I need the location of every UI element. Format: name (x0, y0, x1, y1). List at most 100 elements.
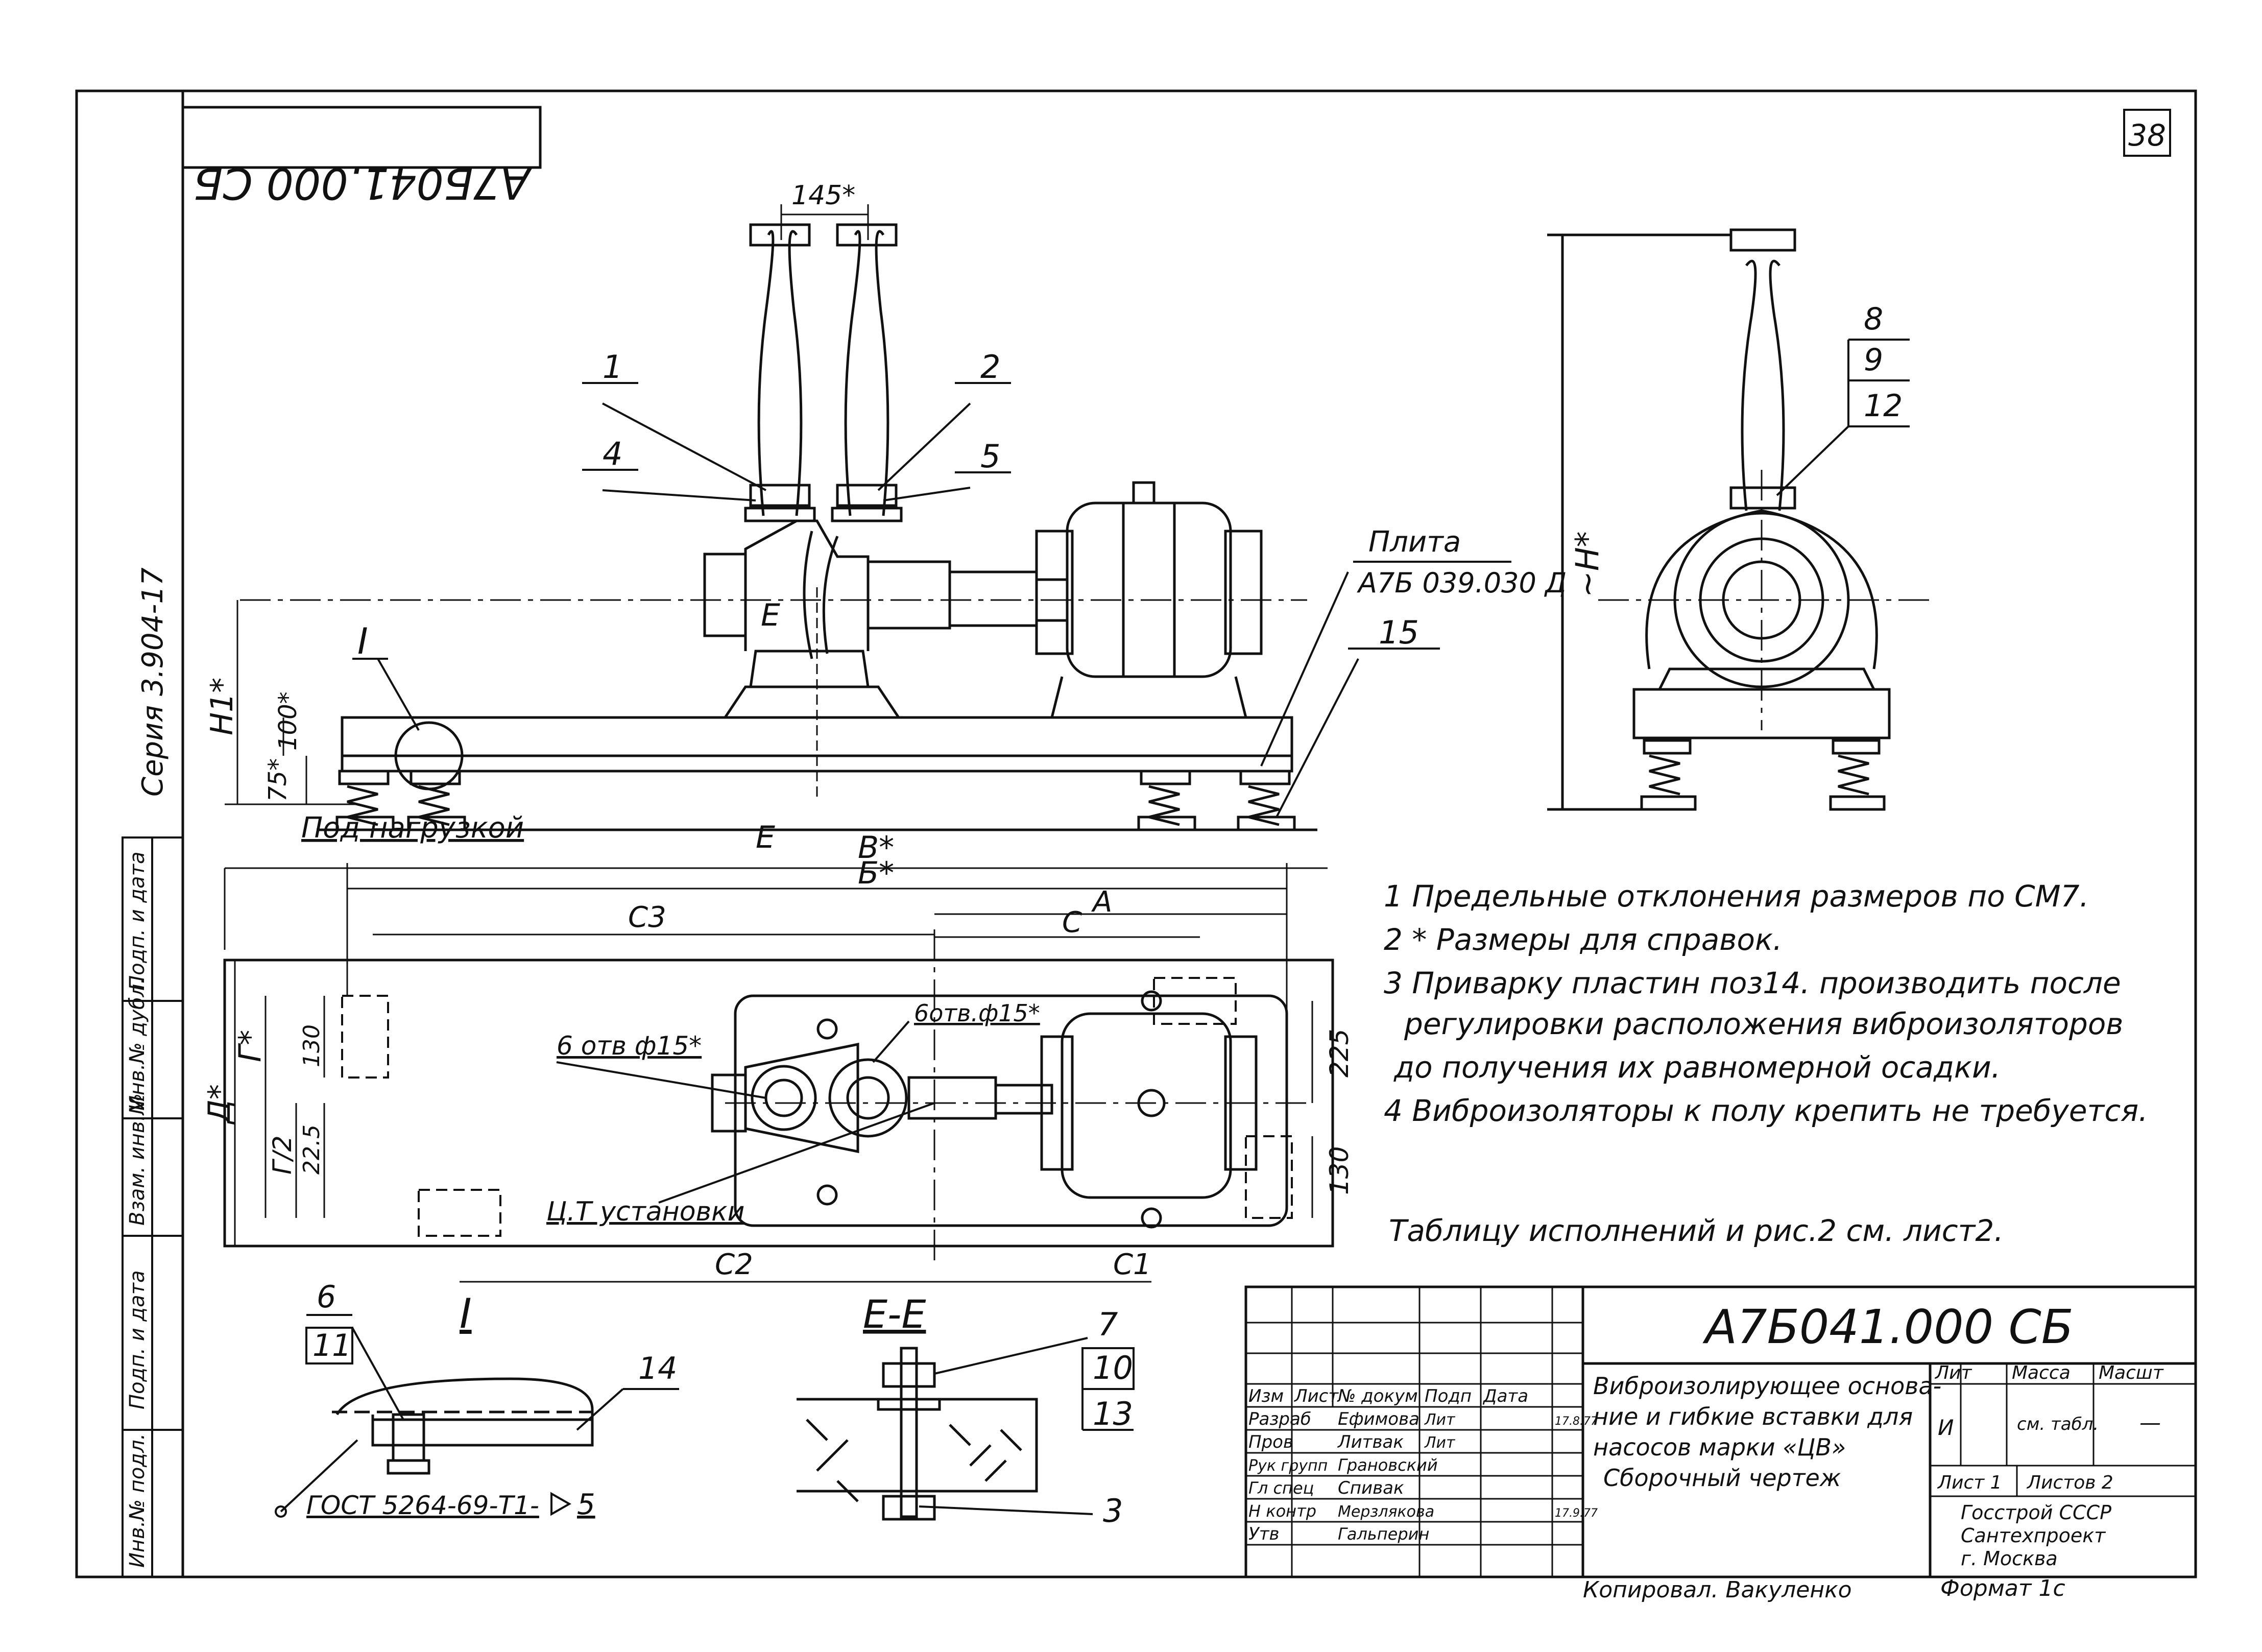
tb-lit-label: Лит (1934, 1362, 1972, 1383)
tb-header-izm: Изм (1248, 1386, 1284, 1406)
callout-15: 15 (1379, 614, 1419, 651)
callout-14: 14 (638, 1351, 677, 1386)
weld-triangle-icon (550, 1492, 572, 1516)
tb-row-nkontr-role: Н контр (1248, 1501, 1316, 1521)
side-view: 8 9 12 ~H* (1547, 228, 1930, 811)
callout-10: 10 (1093, 1349, 1133, 1386)
note-3-cont-2: до получения их равномерной осадки. (1393, 1050, 2001, 1085)
tb-row-rukgr-role: Рук групп (1248, 1457, 1328, 1475)
tb-org-2: Сантехпроект (1961, 1524, 2106, 1547)
section-E-E-title: Е-Е (863, 1291, 926, 1337)
tb-row-utv-name: Гальперин (1338, 1524, 1429, 1544)
tb-row-nkontr-date: 17.9.77 (1555, 1507, 1598, 1520)
title-line-3: насосов марки «ЦВ» (1593, 1433, 1846, 1461)
callout-11: 11 (312, 1328, 351, 1363)
note-3-cont-1: регулировки расположения виброизоляторов (1404, 1007, 2123, 1041)
callout-6: 6 (317, 1279, 336, 1315)
front-view: 1 4 2 5 15 I E Е Плита А7Б 039.030 Д Под… (204, 180, 1567, 855)
under-load-label: Под нагрузкой (301, 811, 524, 845)
dim-D: Д* (202, 1084, 237, 1125)
holes-a-label: 6 отв ф15* (557, 1031, 702, 1061)
strip-inv-dubl: Инв.№ дубл. (126, 977, 149, 1111)
tb-row-prov-role: Пров (1248, 1432, 1293, 1452)
section-E-E: Е-Е 7 10 13 3 (797, 1291, 1135, 1529)
dim-V: В* (858, 830, 894, 866)
dim-G: Г* (232, 1030, 268, 1062)
dim-C1: С1 (1113, 1248, 1151, 1281)
tb-header-podp: Подп (1425, 1386, 1472, 1406)
tb-row-glspec-name: Спивак (1338, 1478, 1404, 1498)
tb-org-1: Госстрой СССР (1961, 1501, 2111, 1524)
ct-label: Ц.Т установки (546, 1196, 744, 1227)
tb-row-rukgr-name: Грановский (1338, 1455, 1438, 1475)
tb-sheet: Лист 1 (1937, 1472, 2002, 1493)
tb-scale-label: Масшт (2099, 1362, 2164, 1383)
callout-12: 12 (1864, 388, 1903, 424)
holes-b-label: 6отв.ф15* (914, 999, 1040, 1027)
tb-mass-label: Масса (2012, 1362, 2071, 1383)
mirrored-code-text: А7Б041.000 СБ (194, 158, 533, 208)
note-2: 2 * Размеры для справок. (1384, 922, 1782, 957)
callout-1: 1 (603, 348, 622, 386)
tb-header-doc: № докум (1337, 1386, 1418, 1406)
callout-9: 9 (1864, 342, 1883, 378)
sheet-number-box: 38 (2123, 109, 2171, 157)
strip-podp-data-1: Подп. и дата (126, 1271, 149, 1409)
sheet-number: 38 (2128, 118, 2166, 153)
tb-row-utv-role: Утв (1248, 1524, 1280, 1544)
tb-org-3: г. Москва (1961, 1547, 2058, 1570)
strip-vzam-inv: Взам. инв.№ (126, 1093, 149, 1226)
strip-podp-data-2: Подп. и дата (126, 852, 149, 991)
dim-75: 75* (263, 758, 292, 802)
mirrored-code-stamp: А7Б041.000 СБ (181, 106, 542, 208)
tb-sheets: Листов 2 (2026, 1472, 2113, 1493)
plan-view: Ц.Т установки 6 отв ф15* 6отв.ф15* В* Б*… (202, 830, 1354, 1283)
cut-mark-bottom: Е (756, 820, 775, 855)
tb-row-razrab-sign: Лит (1424, 1411, 1456, 1429)
tb-row-razrab-date: 17.8.77 (1555, 1415, 1598, 1428)
gost-weld-size: 5 (577, 1488, 595, 1521)
tb-row-glspec-role: Гл спец (1248, 1478, 1314, 1498)
note-1: 1 Предельные отклонения размеров по СМ7. (1384, 879, 2089, 914)
dim-A: А (1091, 885, 1112, 919)
tb-row-prov-sign: Лит (1424, 1434, 1456, 1452)
title-line-1: Виброизолирующее основа- (1593, 1372, 1941, 1400)
dim-B: Б* (858, 855, 894, 891)
callout-7: 7 (1098, 1306, 1118, 1343)
callout-2: 2 (980, 348, 1000, 386)
tb-scale-value: — (2139, 1410, 2161, 1435)
dim-145: 145* (791, 180, 855, 211)
front-callout-lines (352, 382, 1511, 660)
callout-13: 13 (1093, 1395, 1133, 1432)
note-3: 3 Приварку пластин поз14. производить по… (1384, 966, 2121, 1000)
dim-130-right: 130 (1325, 1146, 1354, 1195)
dim-225: 225 (1325, 1029, 1354, 1078)
tb-row-razrab-name: Ефимова (1338, 1409, 1419, 1429)
side-strip: Инв.№ подл. Подп. и дата Взам. инв.№ Инв… (122, 836, 184, 1578)
plate-name: Плита (1368, 525, 1461, 559)
notes: 1 Предельные отклонения размеров по СМ7.… (1384, 879, 2148, 1248)
copied-by: Копировал. Вакуленко (1583, 1577, 1852, 1603)
title-drawing-code: А7Б041.000 СБ (1702, 1300, 2074, 1354)
tb-lit-value: И (1938, 1415, 1954, 1440)
gost-label: ГОСТ 5264-69-Т1- (306, 1491, 539, 1520)
callout-3: 3 (1103, 1492, 1123, 1529)
detail-I-title: I (460, 1290, 472, 1337)
callout-5: 5 (980, 438, 1000, 475)
title-block: А7Б041.000 СБ Изм Лист № докум Подп Дата… (1244, 1285, 2197, 1578)
dim-C2: С2 (715, 1248, 753, 1281)
tb-mass-value: см. табл. (2017, 1414, 2099, 1434)
tb-header-list: Лист (1293, 1386, 1339, 1406)
cut-mark-top: E (761, 597, 780, 633)
strip-inv-podl: Инв.№ подл. (126, 1433, 149, 1568)
dim-G2: Г/2 (268, 1135, 297, 1175)
dim-H: ~H* (1569, 531, 1606, 597)
detail-view-I: I 6 11 14 ГОСТ 5264-69-Т1- 5 (275, 1279, 679, 1521)
dim-22-5: 22.5 (299, 1124, 325, 1175)
tb-row-prov-name: Литвак (1337, 1432, 1404, 1452)
note-4: 4 Виброизоляторы к полу крепить не требу… (1384, 1093, 2148, 1128)
dim-C3: С3 (628, 901, 666, 934)
callout-view-I: I (357, 620, 368, 662)
title-line-2: ние и гибкие вставки для (1593, 1403, 1913, 1430)
tb-row-nkontr-name: Мерзлякова (1338, 1503, 1434, 1521)
